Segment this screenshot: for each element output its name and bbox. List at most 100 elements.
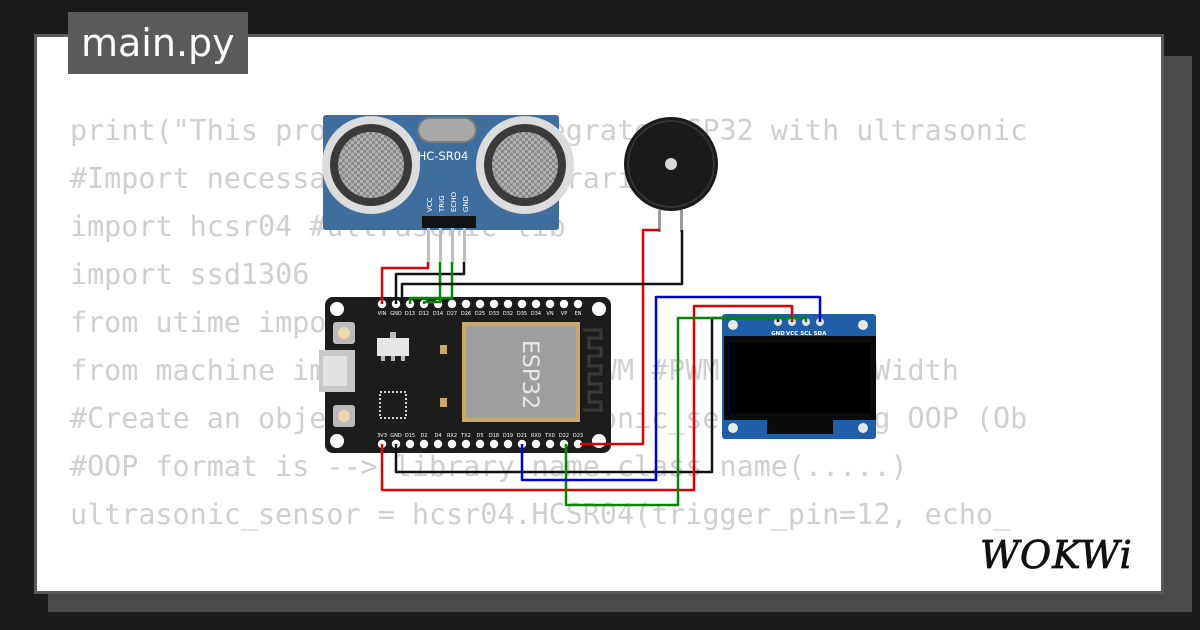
sensor-header xyxy=(422,216,476,228)
wire-black[interactable] xyxy=(400,230,684,304)
esp32-pin-label: EN xyxy=(575,311,582,317)
esp32-pin-label: D2 xyxy=(420,433,427,439)
mount-hole xyxy=(858,423,868,433)
esp32-pin-label: VP xyxy=(561,311,567,317)
esp32-pin-label: D18 xyxy=(489,433,499,439)
sensor-pin[interactable] xyxy=(439,228,442,262)
regulator xyxy=(377,338,409,356)
esp32-pin[interactable] xyxy=(419,439,429,449)
esp32-pin[interactable] xyxy=(489,299,499,309)
esp32-pin-label: D4 xyxy=(434,433,441,439)
wokwi-logo: WOKWi xyxy=(980,533,1133,578)
oled-display[interactable]: GND VCC SCL SDA xyxy=(722,314,876,439)
esp32-pin-label: GND xyxy=(390,311,402,317)
code-line: #OOP format is --> library name.class na… xyxy=(70,450,908,483)
sensor-crystal xyxy=(417,117,477,143)
esp32-pin[interactable] xyxy=(503,439,513,449)
esp32-pin[interactable] xyxy=(461,439,471,449)
esp32-pin-label: RX0 xyxy=(531,433,541,439)
buzzer[interactable] xyxy=(624,117,718,232)
esp32-pin-label: D33 xyxy=(489,311,499,317)
esp32-pin-label: D12 xyxy=(419,311,429,317)
esp32-pin-label: GND xyxy=(390,433,402,439)
esp32-pin[interactable] xyxy=(489,439,499,449)
esp32-pin[interactable] xyxy=(545,299,555,309)
wire-red[interactable] xyxy=(380,262,430,304)
wire-blue[interactable] xyxy=(520,295,822,482)
logo-text: WOKWi xyxy=(980,533,1133,577)
buzzer-hole xyxy=(665,158,677,170)
mount-hole xyxy=(592,302,606,316)
wire-green[interactable] xyxy=(422,262,442,304)
oled-pin-label: SDA xyxy=(814,331,828,337)
esp32-pin[interactable] xyxy=(531,439,541,449)
buzzer-pin[interactable] xyxy=(658,210,661,232)
esp32-pin[interactable] xyxy=(461,299,471,309)
esp32-pin[interactable] xyxy=(517,299,527,309)
esp32-pin-label: D32 xyxy=(503,311,513,317)
antenna-trace xyxy=(583,328,603,412)
esp32-pin[interactable] xyxy=(475,439,485,449)
esp32-module xyxy=(466,326,576,418)
mount-hole xyxy=(330,302,344,316)
esp32-pin[interactable] xyxy=(545,439,555,449)
esp32-pin[interactable] xyxy=(531,299,541,309)
sensor-label: HC-SR04 xyxy=(418,149,469,163)
esp32-pin-label: D13 xyxy=(405,311,415,317)
wire-red[interactable] xyxy=(580,228,660,446)
esp32-pin[interactable] xyxy=(573,439,583,449)
esp32-pin-label: D34 xyxy=(531,311,541,317)
esp32-pin-label: TX2 xyxy=(460,433,471,439)
oled-pin-label: GND xyxy=(771,331,785,337)
esp32-pin[interactable] xyxy=(573,299,583,309)
usb-chip xyxy=(379,391,407,419)
mount-hole xyxy=(858,320,868,330)
esp32-pin-label: D19 xyxy=(503,433,513,439)
esp32-pin[interactable] xyxy=(447,439,457,449)
wire-black[interactable] xyxy=(394,262,466,304)
esp32-pin-label: D5 xyxy=(476,433,483,439)
esp32-pin-label: RX2 xyxy=(447,433,457,439)
esp32-pin-label: D26 xyxy=(461,311,471,317)
sensor-pin[interactable] xyxy=(463,228,466,262)
code-line: ultrasonic_sensor = hcsr04.HCSR04(trigge… xyxy=(70,498,1011,531)
esp32-pin-label: D14 xyxy=(433,311,443,317)
buzzer-pin[interactable] xyxy=(680,210,683,232)
oled-screen xyxy=(730,343,870,413)
sensor-pin[interactable] xyxy=(451,228,454,262)
esp32-pin-label: D23 xyxy=(573,433,583,439)
file-tab[interactable]: main.py xyxy=(68,12,248,74)
esp32-pin-label: D15 xyxy=(405,433,415,439)
esp32-pin[interactable] xyxy=(475,299,485,309)
esp32-pin[interactable] xyxy=(447,299,457,309)
chip-label: ESP32 xyxy=(517,340,542,409)
oled-pin-label: VCC xyxy=(786,331,798,337)
esp32-pin-label: D35 xyxy=(517,311,527,317)
esp32-pin[interactable] xyxy=(433,439,443,449)
mount-hole xyxy=(728,423,738,433)
esp32-pin-label: VIN xyxy=(378,311,387,317)
wire-green[interactable] xyxy=(564,316,808,507)
wire-red[interactable] xyxy=(380,304,794,492)
sensor-pin-label: TRIG xyxy=(438,195,446,213)
sensor-pin-label: GND xyxy=(462,196,470,212)
sensor-pin[interactable] xyxy=(427,228,430,262)
wire-green[interactable] xyxy=(408,262,454,304)
esp32-pin-label: VN xyxy=(546,311,553,317)
mount-hole xyxy=(592,434,606,448)
esp32-pin[interactable] xyxy=(559,299,569,309)
sensor-pin-label: ECHO xyxy=(450,191,458,212)
esp32-pin[interactable] xyxy=(405,439,415,449)
oled-pin-label: SCL xyxy=(800,331,812,337)
esp32-pin[interactable] xyxy=(503,299,513,309)
mount-hole xyxy=(728,320,738,330)
esp32-pin-label: 3V3 xyxy=(377,433,387,439)
esp32-pin-label: D27 xyxy=(447,311,457,317)
esp32-pin-label: D21 xyxy=(517,433,527,439)
esp32-pin-label: D22 xyxy=(559,433,569,439)
sensor-pin-label: VCC xyxy=(426,197,434,212)
ultrasonic-sensor[interactable]: HC-SR04 VCC TRIG ECHO GND xyxy=(322,115,574,262)
code-line: import ssd1306 xyxy=(70,258,310,291)
